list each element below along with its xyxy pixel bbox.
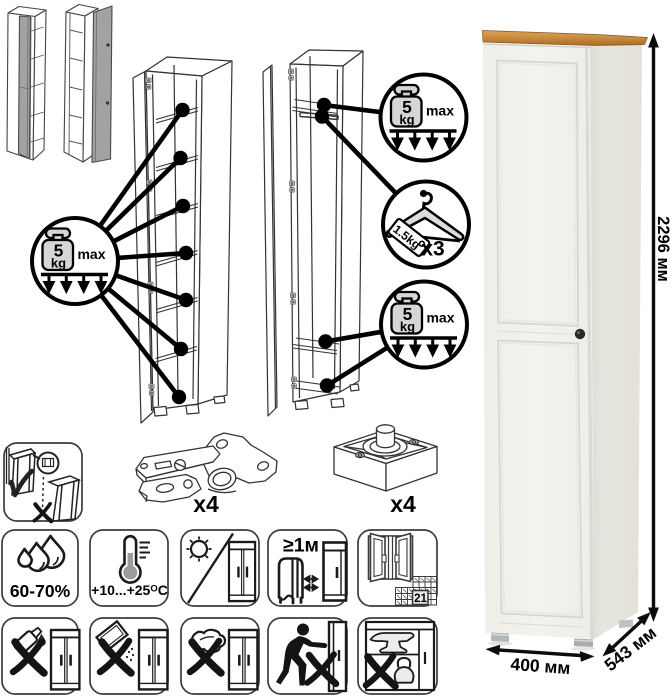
svg-text:2296 мм: 2296 мм xyxy=(654,216,672,282)
svg-text:60-70%: 60-70% xyxy=(10,581,71,601)
svg-text:x4: x4 xyxy=(390,491,416,517)
svg-text:400 мм: 400 мм xyxy=(510,654,571,678)
svg-text:x3: x3 xyxy=(421,238,444,261)
svg-text:21: 21 xyxy=(414,593,427,605)
svg-text:x4: x4 xyxy=(193,491,219,517)
svg-text:≥1м: ≥1м xyxy=(283,535,319,557)
svg-text:+10...+25OC: +10...+25OC xyxy=(91,582,168,598)
